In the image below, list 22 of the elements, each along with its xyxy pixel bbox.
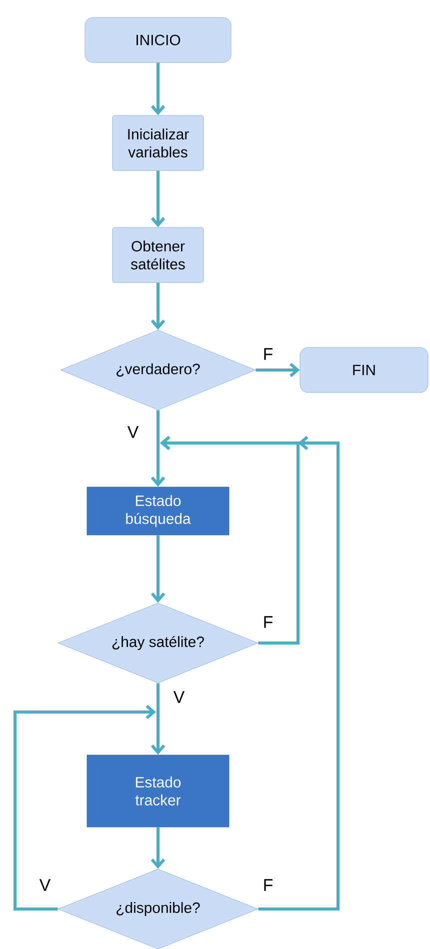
arrow — [150, 62, 166, 116]
edge-label: F — [262, 347, 274, 361]
arrow — [150, 535, 166, 603]
arrow — [160, 436, 340, 910]
state-box: Estado búsqueda — [86, 486, 230, 536]
edge-label: V — [126, 425, 140, 439]
edge-label: V — [172, 690, 186, 704]
state-box: Estado tracker — [86, 754, 230, 828]
terminal-box: INICIO — [84, 17, 232, 63]
edge-label: F — [262, 615, 274, 629]
terminal-box: FIN — [300, 347, 428, 393]
arrow — [150, 683, 166, 755]
arrow — [14, 704, 156, 910]
process-box: Obtener satélites — [112, 227, 204, 283]
arrow — [150, 827, 166, 869]
process-box: Inicializar variables — [112, 115, 204, 171]
edge-label: V — [38, 878, 52, 892]
arrow — [150, 170, 166, 228]
arrow — [150, 282, 166, 330]
arrow — [256, 362, 300, 378]
arrow — [150, 410, 166, 487]
edge-label: F — [262, 878, 274, 892]
